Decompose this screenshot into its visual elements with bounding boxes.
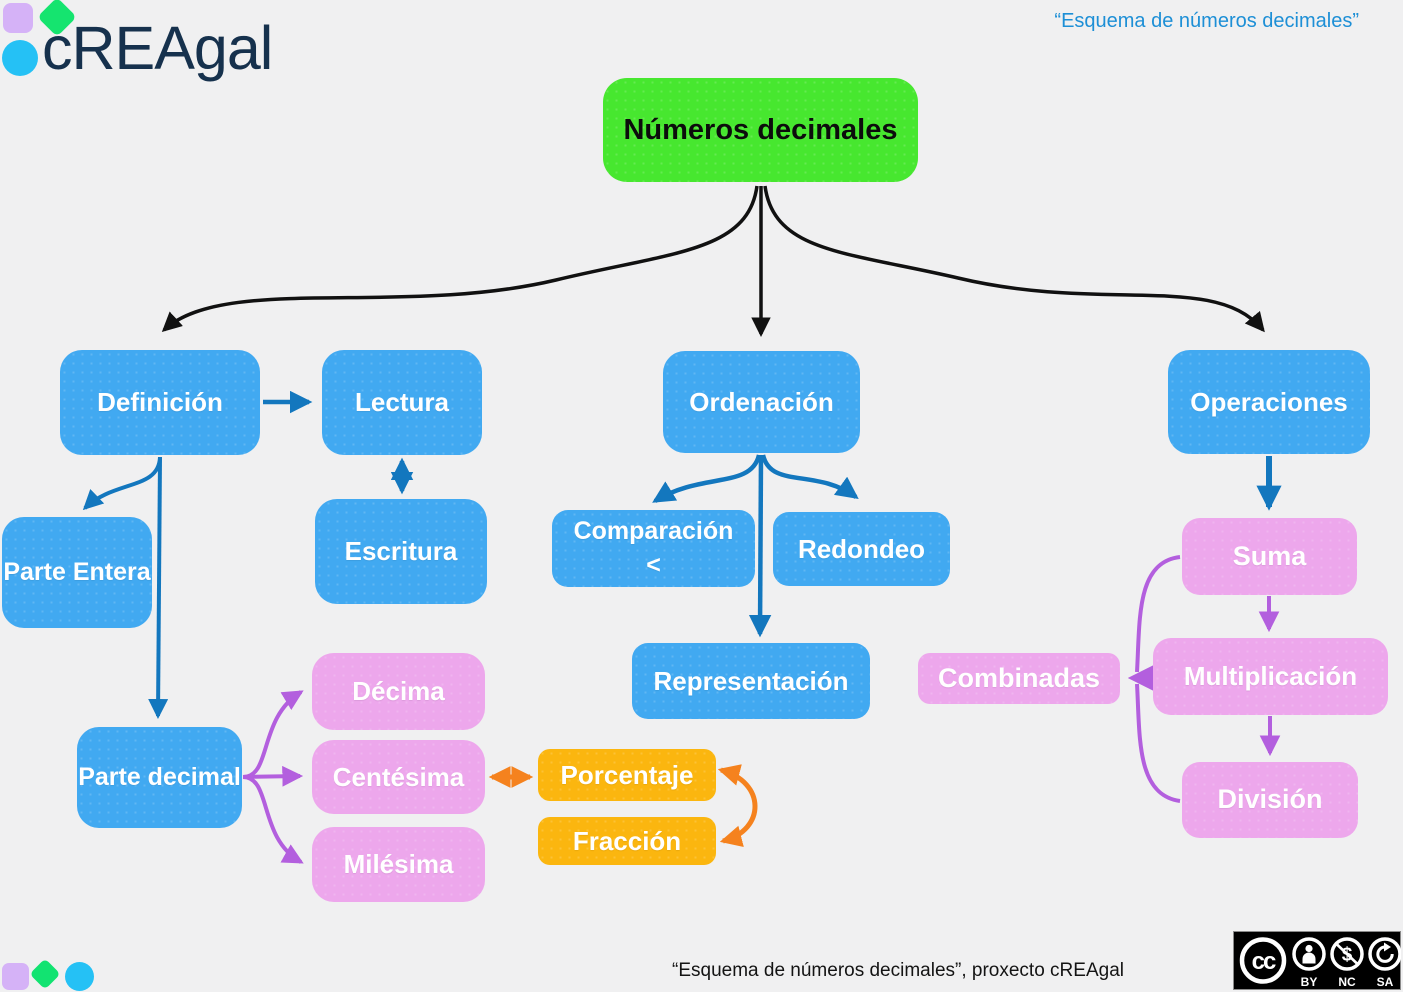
node-fraccion: Fracción [538, 817, 716, 865]
sa-label: SA [1377, 975, 1394, 989]
logo-text: cREAgal [42, 14, 273, 82]
node-label: Redondeo [797, 533, 926, 564]
node-label: Suma [1232, 540, 1307, 571]
node-label: Multiplicación [1183, 661, 1358, 692]
node-label: Centésima [332, 761, 465, 792]
arrow-ordenacion-to-comparacion [652, 454, 762, 503]
node-representacion: Representación [632, 643, 870, 719]
arrow-parte-decimal-to-milesima [242, 775, 304, 864]
node-label: Números decimales [623, 113, 898, 146]
node-division: División [1182, 762, 1358, 838]
arrow-root-to-operaciones [763, 185, 1265, 333]
logo-square-icon [3, 3, 33, 33]
arrow-definicion-to-parte-entera [82, 456, 162, 511]
by-label: BY [1301, 975, 1318, 989]
node-redondeo: Redondeo [773, 512, 950, 586]
node-combinadas: Combinadas [918, 653, 1120, 704]
node-label: Representación [653, 665, 849, 696]
arrow-definicion-to-parte-decimal [148, 456, 169, 719]
node-label: Milésima [343, 849, 454, 880]
node-multiplicacion: Multiplicación [1153, 638, 1388, 715]
node-label: Décima [352, 676, 445, 707]
arrow-root-to-definicion [161, 185, 759, 332]
node-label: División [1217, 784, 1323, 815]
arrow-parte-decimal-to-centesima [242, 765, 304, 787]
node-suma: Suma [1182, 518, 1357, 595]
node-numeros-decimales: Números decimales [603, 78, 918, 182]
node-operaciones: Operaciones [1168, 350, 1370, 454]
node-lectura: Lectura [322, 350, 482, 455]
arrow-ordenacion-to-redondeo [760, 454, 859, 499]
node-label: Lectura [355, 387, 449, 418]
node-label: Operaciones [1190, 386, 1348, 417]
node-label: Parte Entera [3, 557, 151, 586]
node-label-line1: Comparación [573, 517, 734, 546]
footer-square-icon [2, 963, 29, 990]
arrow-parte-decimal-to-decima [242, 690, 304, 779]
node-definicion: Definición [60, 350, 260, 455]
footer-caption: “Esquema de números decimales”, proxecto… [672, 960, 1124, 981]
node-label: Fracción [572, 825, 682, 856]
footer-circle-icon [65, 962, 94, 991]
logo-circle-icon [2, 40, 38, 76]
nc-label: NC [1338, 975, 1356, 989]
node-parte-decimal: Parte decimal [77, 727, 242, 828]
node-label: Parte decimal [78, 762, 241, 791]
node-label: Ordenación [689, 386, 834, 417]
node-escritura: Escritura [315, 499, 487, 604]
node-comparacion: Comparación < [552, 510, 755, 587]
node-label: Porcentaje [560, 759, 694, 790]
cc-by-nc-sa-icon: cc BY $ NC SA [1233, 931, 1402, 990]
node-ordenacion: Ordenación [663, 351, 860, 453]
node-porcentaje: Porcentaje [538, 749, 716, 801]
node-label: Escritura [344, 536, 458, 567]
arrow-ordenacion-to-representacion [748, 454, 772, 638]
arrow-porcentaje-fraccion-double [717, 764, 758, 848]
cc-license-badge: cc BY $ NC SA [1233, 931, 1402, 990]
node-label: Definición [97, 387, 223, 418]
node-decima: Décima [312, 653, 485, 730]
page-title-quote: “Esquema de números decimales” [1054, 10, 1359, 32]
node-centesima: Centésima [312, 740, 485, 814]
footer-diamond-icon [29, 958, 61, 990]
node-label-line2: < [646, 550, 661, 579]
node-milesima: Milésima [312, 827, 485, 902]
node-parte-entera: Parte Entera [2, 517, 152, 628]
cc-letters: cc [1252, 948, 1276, 975]
node-label: Combinadas [937, 662, 1101, 693]
